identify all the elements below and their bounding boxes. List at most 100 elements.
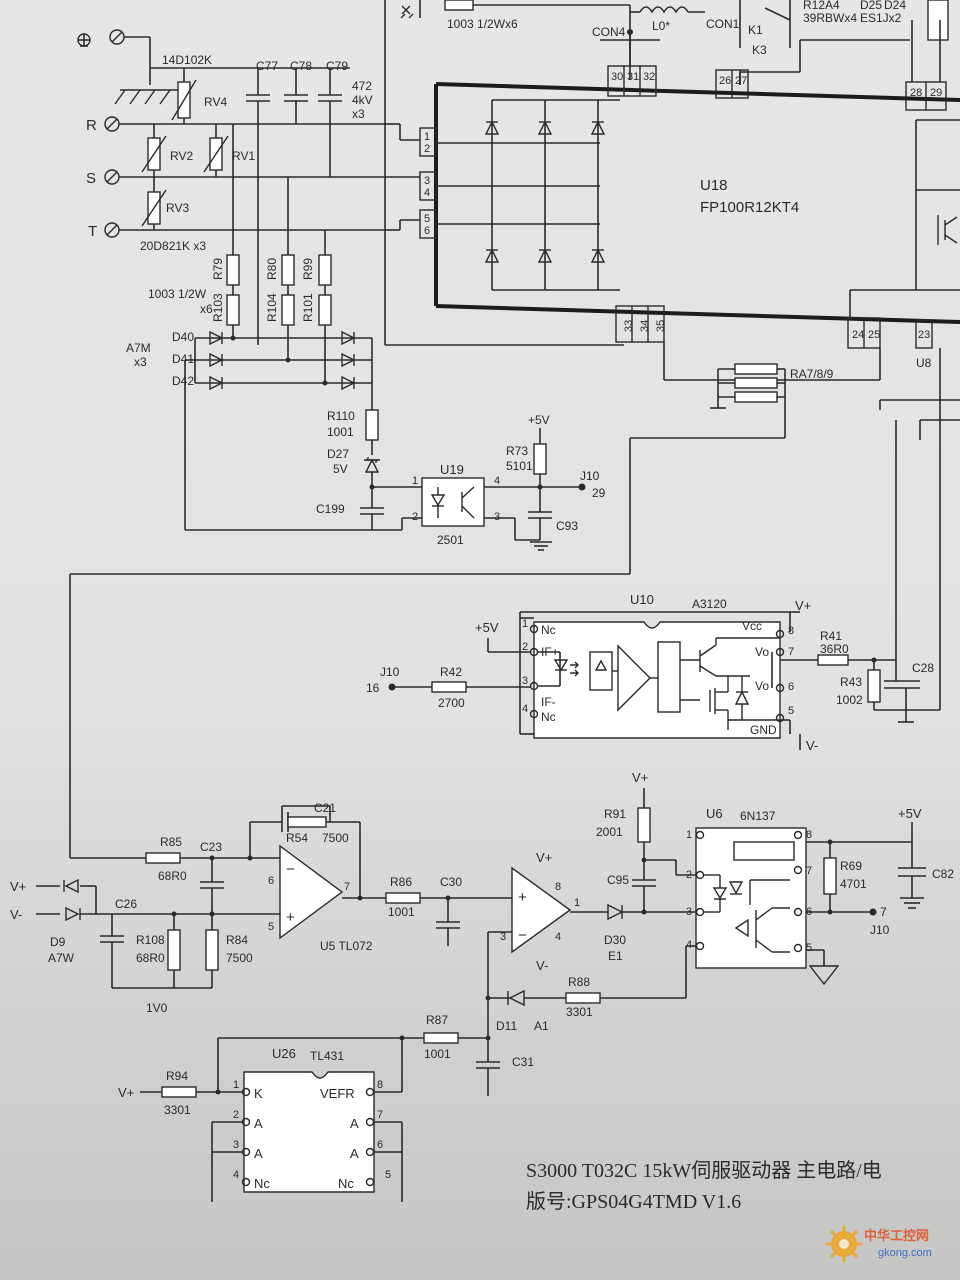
svg-text:8: 8 (788, 625, 794, 637)
c199-label: C199 (316, 502, 345, 516)
d9-value: A7W (48, 951, 75, 965)
r104-label: R104 (265, 293, 279, 322)
top-res-label: 1003 1/2Wx6 (447, 17, 518, 31)
svg-text:32: 32 (643, 71, 655, 83)
u26-k: K (254, 1086, 263, 1101)
c79-label: C79 (326, 59, 348, 73)
d27-value: 5V (333, 462, 348, 476)
svg-text:7: 7 (788, 646, 794, 658)
r43-name: R43 (840, 675, 862, 689)
l0-label: L0* (652, 19, 670, 33)
vplus-label-5: V+ (118, 1085, 134, 1100)
input-t-label: T (88, 223, 97, 240)
r85-name: R85 (160, 835, 182, 849)
j10-29-name: J10 (580, 469, 600, 483)
svg-text:6: 6 (377, 1139, 383, 1151)
u26-nc5: Nc (338, 1176, 354, 1191)
vminus-label-1: V- (806, 738, 818, 753)
vplus-label-1: V+ (795, 598, 811, 613)
j10-7-name: J10 (870, 923, 890, 937)
u10-nc1: Nc (541, 623, 556, 637)
d11-value: A1 (534, 1019, 549, 1033)
r69-value: 4701 (840, 877, 867, 891)
j10-16-name: J10 (380, 665, 400, 679)
c21-label: C21 (314, 801, 336, 815)
u10-name: U10 (630, 592, 654, 607)
svg-text:28: 28 (910, 87, 922, 99)
c79-qty: x3 (352, 107, 365, 121)
d30-name: D30 (604, 933, 626, 947)
svg-text:33: 33 (623, 320, 635, 332)
r41-name: R41 (820, 629, 842, 643)
c77-label: C77 (256, 59, 278, 73)
rv3-label: RV3 (166, 201, 189, 215)
u18-name: U18 (700, 177, 728, 194)
r87-value: 1001 (424, 1047, 451, 1061)
u26-part: TL431 (310, 1049, 344, 1063)
r84 (205, 929, 219, 971)
r94 (161, 1086, 197, 1098)
svg-text:4: 4 (522, 703, 528, 715)
r88 (565, 992, 601, 1004)
u10-gnd: GND (750, 723, 777, 737)
r91-name: R91 (604, 807, 626, 821)
varistor-code-2: 20D821K x3 (140, 239, 206, 253)
u18-part: FP100R12KT4 (700, 199, 799, 216)
svg-text:34: 34 (639, 320, 651, 332)
r69 (823, 857, 837, 895)
r91 (637, 807, 651, 843)
rv2-label: RV2 (170, 149, 193, 163)
r54-name: R54 (286, 831, 308, 845)
u8-label: U8 (916, 356, 932, 370)
r94-value: 3301 (164, 1103, 191, 1117)
r41-value: 36R0 (820, 642, 849, 656)
d41-label: D41 (172, 352, 194, 366)
c78-label: C78 (290, 59, 312, 73)
input-s-label: S (86, 170, 96, 187)
svg-text:1: 1 (686, 829, 692, 841)
r42 (431, 681, 467, 693)
res-39r-label: 39RBWx4 (803, 11, 857, 25)
rv1-label: RV1 (232, 149, 255, 163)
r110-name: R110 (327, 409, 355, 423)
svg-text:26: 26 (719, 75, 731, 87)
svg-text:8: 8 (806, 829, 812, 841)
r84-value: 7500 (226, 951, 253, 965)
r79-label: R79 (211, 258, 225, 280)
u19-part: 2501 (437, 533, 464, 547)
j10-7-pin: 7 (880, 905, 887, 919)
r91-value: 2001 (596, 825, 623, 839)
svg-text:7: 7 (377, 1109, 383, 1121)
con4-label: CON4 (592, 25, 626, 39)
svg-text:6: 6 (788, 681, 794, 693)
d42-label: D42 (172, 374, 194, 388)
j10-29-pin: 29 (592, 486, 606, 500)
u10-vo7: Vo (755, 645, 769, 659)
filter-caps: C77 C78 C79 472 4kV x3 (246, 59, 373, 345)
a7m-qty: x3 (134, 355, 147, 369)
u6-part: 6N137 (740, 809, 776, 823)
watermark-url: gkong.com (878, 1247, 932, 1259)
rv4-label: RV4 (204, 95, 227, 109)
u26-a2: A (254, 1116, 263, 1131)
r110 (365, 409, 379, 441)
r42-value: 2700 (438, 696, 465, 710)
c93-label: C93 (556, 519, 578, 533)
svg-text:4: 4 (494, 475, 500, 487)
svg-text:+: + (286, 909, 295, 926)
r108 (167, 929, 181, 971)
phase-detect: D40 D41 D42 A7M x3 R110 1001 D27 5V C (126, 330, 606, 551)
c79-voltage: 4kV (352, 93, 373, 107)
u10-vcc: Vcc (742, 619, 762, 633)
plus5v-label-3: +5V (898, 806, 922, 821)
vminus-label-3: V- (536, 958, 548, 973)
vminus-label-2: V- (10, 907, 22, 922)
con1-label: CON1 (706, 17, 740, 31)
r101-label: R101 (301, 293, 315, 322)
c79-value: 472 (352, 79, 372, 93)
svg-text:31: 31 (627, 71, 639, 83)
svg-text:4: 4 (424, 187, 430, 199)
comparator-opamp (511, 866, 572, 954)
u26-name: U26 (272, 1046, 296, 1061)
top-strip: 1003 1/2Wx6 CON4 L0* CON1 K1 K3 R12A4 39… (384, 0, 949, 345)
